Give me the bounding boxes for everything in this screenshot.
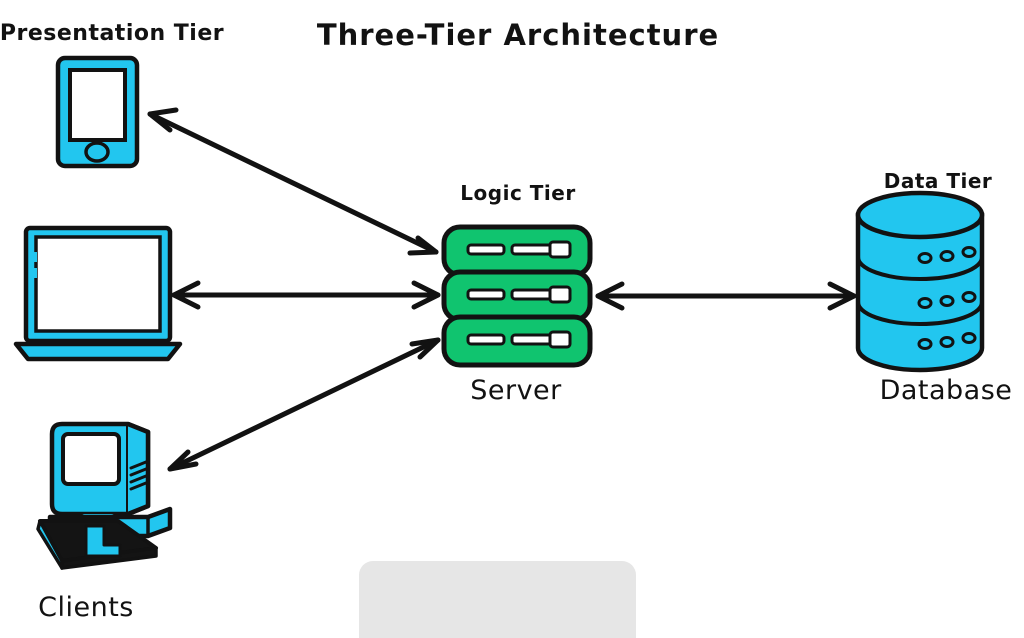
laptop-icon <box>13 225 183 362</box>
database-icon <box>855 190 985 373</box>
server-unit <box>441 269 593 323</box>
server-label: Server <box>470 375 562 406</box>
diagram-title: Three-Tier Architecture <box>316 18 720 52</box>
desktop-pc-icon <box>36 421 173 570</box>
gray-placeholder-block <box>359 561 636 638</box>
connector-phone-server <box>147 107 439 256</box>
server-rack-icon <box>441 224 593 368</box>
server-unit <box>441 224 593 278</box>
connector-desktop-server <box>167 337 441 472</box>
data-tier-label: Data Tier <box>883 169 993 193</box>
logic-tier-label: Logic Tier <box>460 181 576 205</box>
presentation-tier-label: Presentation Tier <box>0 21 225 46</box>
connector-server-database <box>595 281 857 311</box>
connector-laptop-server <box>171 280 441 310</box>
clients-label: Clients <box>38 592 134 623</box>
server-unit <box>441 314 593 368</box>
database-label: Database <box>879 375 1013 406</box>
smartphone-icon <box>55 55 140 169</box>
